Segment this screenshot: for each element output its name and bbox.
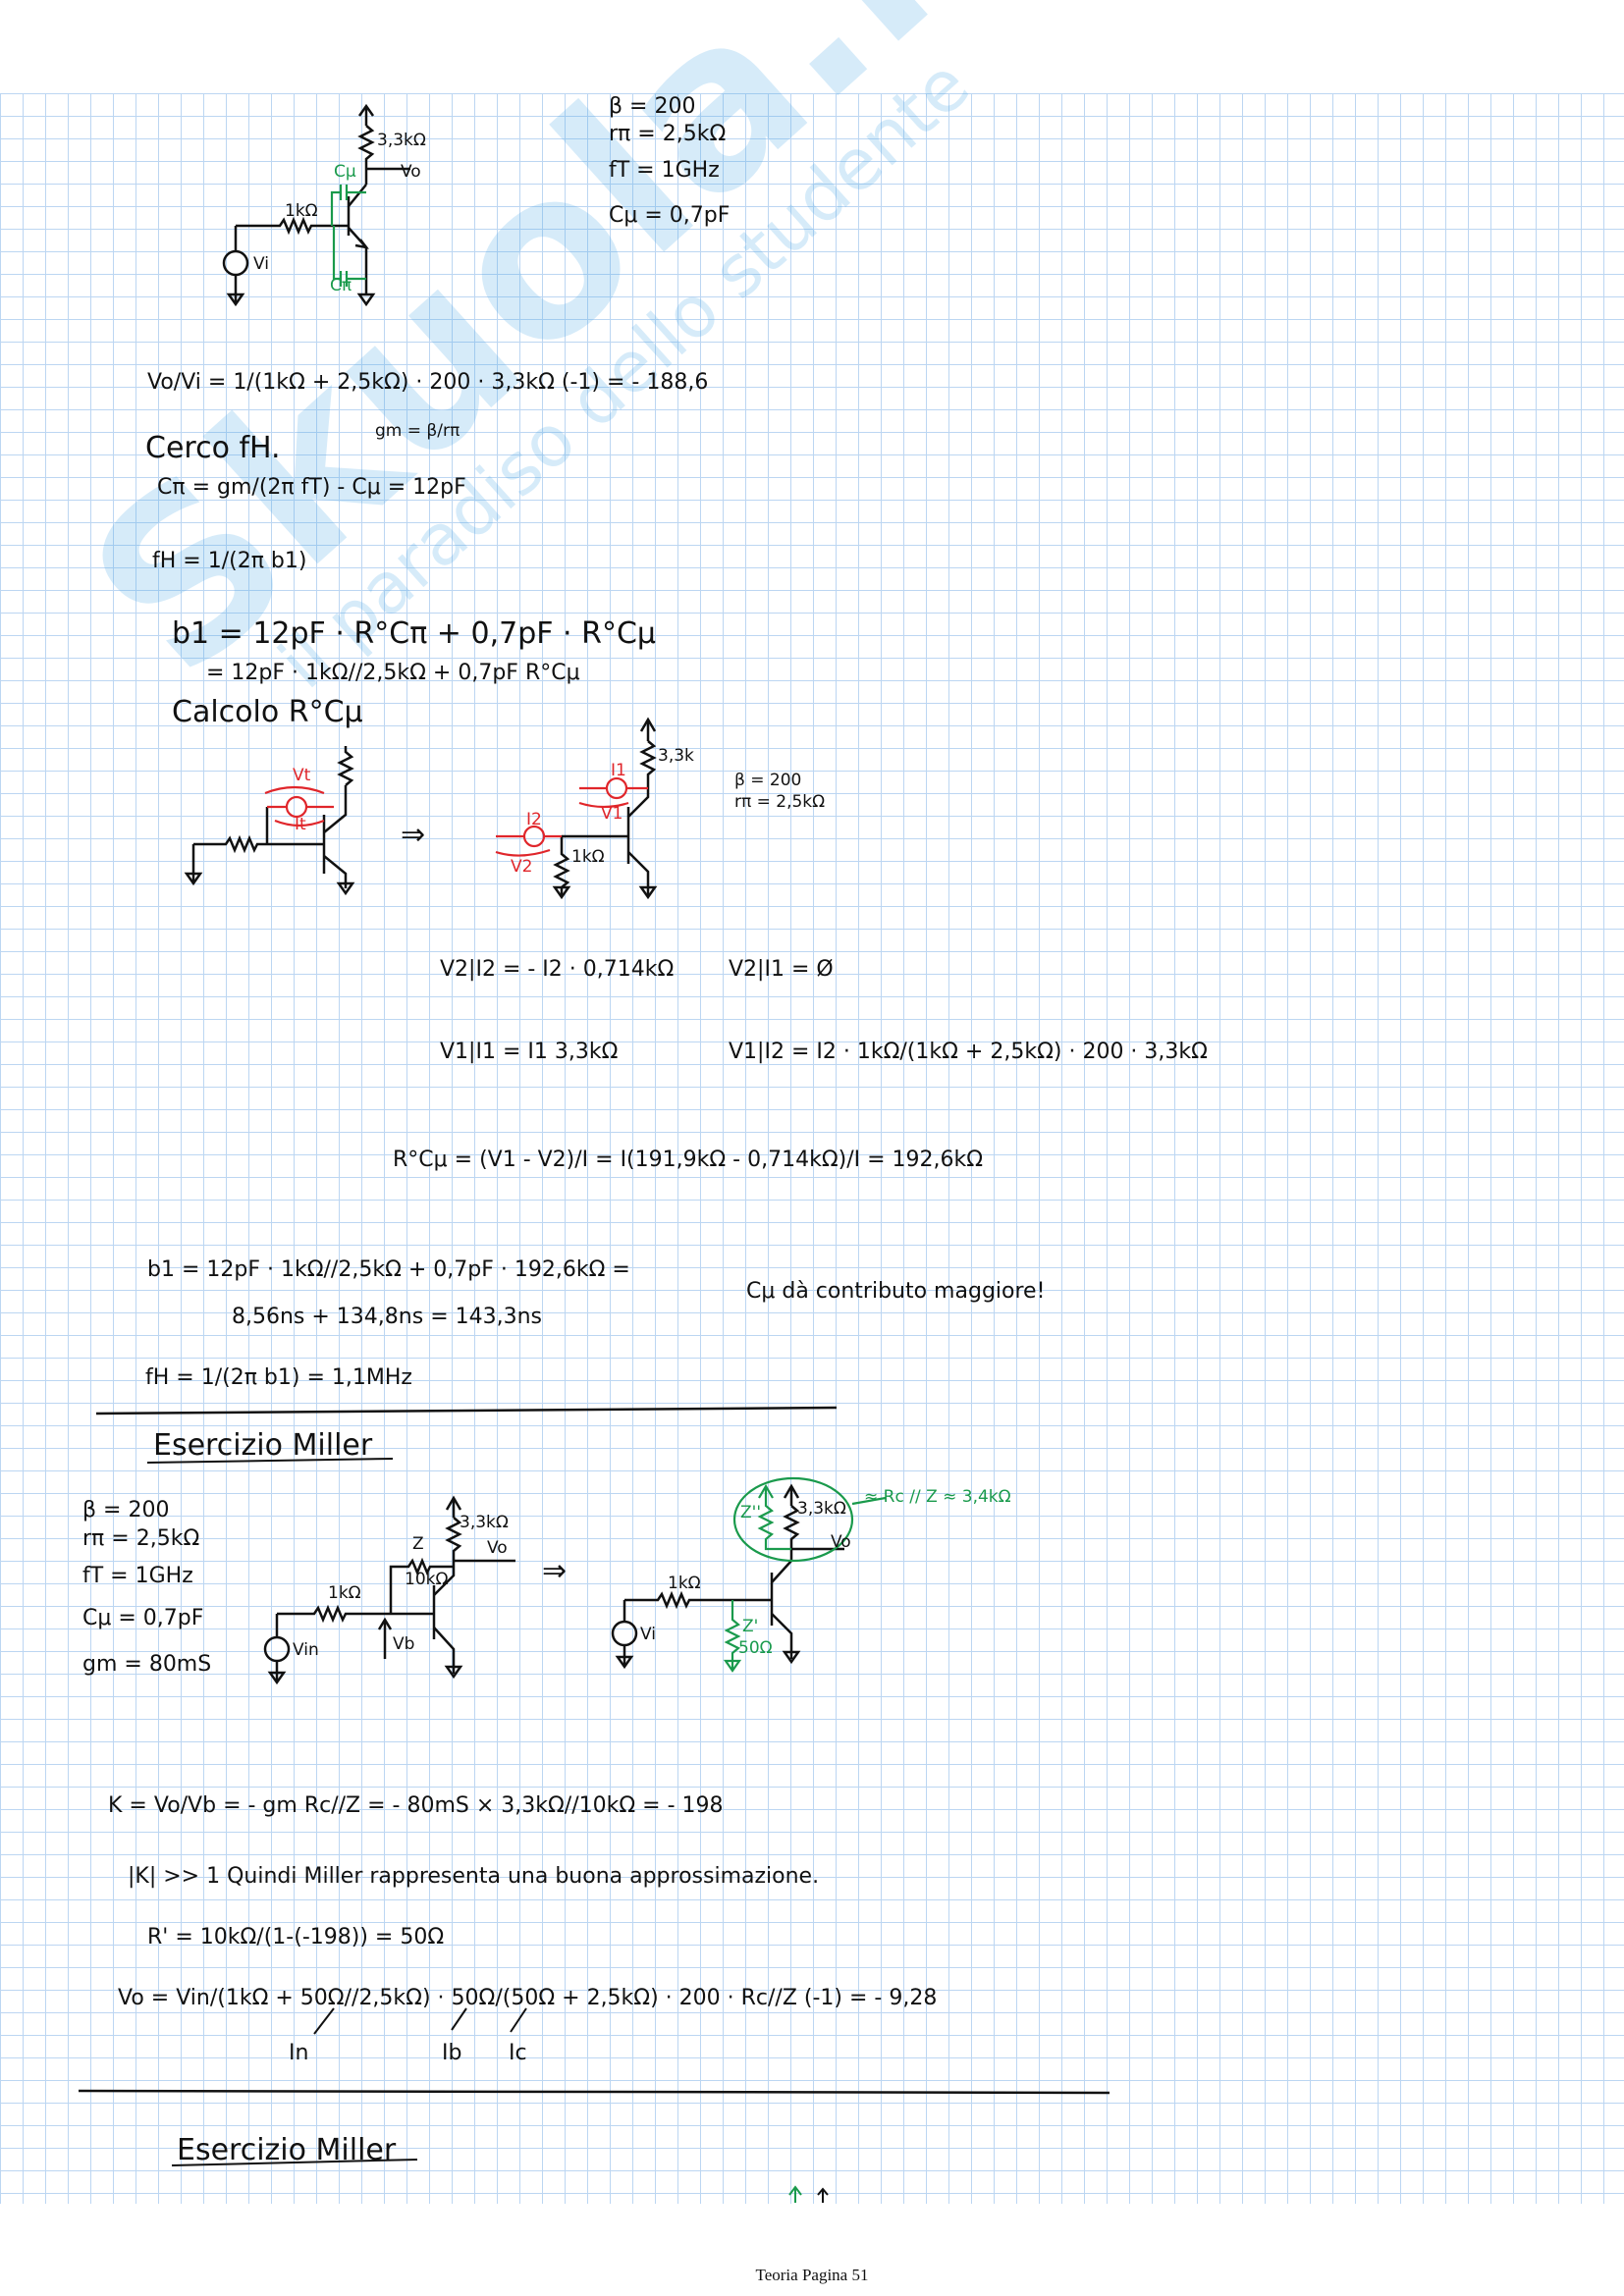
circuit-miller-equivalent <box>611 1483 844 1670</box>
param-rpi-2: rπ = 2,5kΩ <box>734 792 825 812</box>
param-gm-3: gm = 80mS <box>82 1652 211 1677</box>
label-rs-3: 1kΩ <box>328 1583 361 1603</box>
title-underline-2 <box>171 2159 418 2166</box>
label-vi: Vi <box>253 254 269 274</box>
b1-values: 8,56ns + 134,8ns = 143,3ns <box>232 1305 542 1329</box>
label-rs-right: 1kΩ <box>571 847 605 867</box>
label-rc-right: 3,3k <box>658 746 694 766</box>
circuit-miller-original <box>263 1495 515 1685</box>
label-v1: V1 <box>601 804 623 824</box>
title-underline-1 <box>146 1458 394 1464</box>
label-vb: Vb <box>393 1634 414 1654</box>
param-cmu: Cμ = 0,7pF <box>609 203 730 228</box>
small-arrow-marks <box>788 2185 802 2203</box>
label-vo: Vo <box>401 162 421 182</box>
test-source-left <box>264 785 334 828</box>
label-i1: I1 <box>611 761 626 780</box>
label-z1: Z' <box>742 1617 758 1636</box>
current-ic: Ic <box>509 2041 527 2065</box>
calcolo-rcmu: Calcolo R°Cμ <box>172 695 363 729</box>
test-sources-right <box>495 776 648 857</box>
eq-v2-i1: V2|I1 = Ø <box>729 957 834 982</box>
transform-arrow-2: ⇒ <box>542 1554 567 1588</box>
param-rpi: rπ = 2,5kΩ <box>609 122 726 146</box>
label-vin: Vin <box>293 1640 319 1660</box>
param-ft: fT = 1GHz <box>609 158 720 183</box>
label-rc: 3,3kΩ <box>377 131 426 150</box>
circuit-ce-amplifier <box>222 103 410 307</box>
label-vo-miller: Vo <box>831 1532 851 1552</box>
label-rc-z-note: ≈ Rc // Z ≈ 3,4kΩ <box>864 1487 1011 1507</box>
transform-arrow-1: ⇒ <box>401 818 425 852</box>
label-rs-miller: 1kΩ <box>668 1574 701 1593</box>
label-it: It <box>295 815 306 834</box>
b1-final: b1 = 12pF · 1kΩ//2,5kΩ + 0,7pF · 192,6kΩ… <box>147 1257 630 1282</box>
miller-impedances <box>723 1476 887 1673</box>
param-rpi-3: rπ = 2,5kΩ <box>82 1526 199 1551</box>
param-beta-2: β = 200 <box>734 771 801 790</box>
eq-rcmu: R°Cμ = (V1 - V2)/I = I(191,9kΩ - 0,714kΩ… <box>393 1148 983 1172</box>
gain-equation: Vo/Vi = 1/(1kΩ + 2,5kΩ) · 200 · 3,3kΩ (-… <box>147 370 708 395</box>
eq-v2-i2: V2|I2 = - I2 · 0,714kΩ <box>440 957 674 982</box>
param-beta-3: β = 200 <box>82 1498 169 1522</box>
k-equation: K = Vo/Vb = - gm Rc//Z = - 80mS × 3,3kΩ/… <box>108 1793 724 1818</box>
section-title-miller-1: Esercizio Miller <box>153 1428 373 1463</box>
label-rc-miller: 3,3kΩ <box>797 1499 846 1519</box>
divider-1 <box>95 1406 838 1415</box>
current-markers <box>313 2007 527 2035</box>
circuit-test-left <box>184 746 355 896</box>
fh-definition: fH = 1/(2π b1) <box>152 549 306 573</box>
fh-result: fH = 1/(2π b1) = 1,1MHz <box>145 1365 412 1390</box>
param-cmu-3: Cμ = 0,7pF <box>82 1606 203 1630</box>
r1-equation: R' = 10kΩ/(1-(-198)) = 50Ω <box>147 1925 444 1949</box>
label-cpi: Cπ <box>330 276 352 295</box>
label-vt: Vt <box>293 766 311 785</box>
label-z2: Z'' <box>740 1503 761 1522</box>
current-ib: Ib <box>442 2041 461 2065</box>
label-i2: I2 <box>526 810 542 829</box>
page-footer: Teoria Pagina 51 <box>755 2266 869 2284</box>
cmu-note: Cμ dà contributo maggiore! <box>746 1279 1045 1304</box>
circuit-capacitors <box>330 185 366 287</box>
b1-line1: b1 = 12pF · R°Cπ + 0,7pF · R°Cμ <box>172 616 656 651</box>
current-in: In <box>289 2041 308 2065</box>
circuit-test-right <box>552 717 658 900</box>
divider-2 <box>78 2089 1110 2095</box>
label-z-val: 10kΩ <box>405 1570 448 1589</box>
eq-v1-i1: V1|I1 = I1 3,3kΩ <box>440 1040 618 1064</box>
label-rc-3: 3,3kΩ <box>460 1513 509 1532</box>
label-v2: V2 <box>511 857 532 877</box>
param-ft-3: fT = 1GHz <box>82 1564 193 1588</box>
label-vo-3: Vo <box>487 1538 508 1558</box>
label-z: Z <box>412 1534 424 1554</box>
param-beta: β = 200 <box>609 94 695 119</box>
k-note: |K| >> 1 Quindi Miller rappresenta una b… <box>128 1864 819 1889</box>
eq-v1-i2: V1|I2 = I2 · 1kΩ/(1kΩ + 2,5kΩ) · 200 · 3… <box>729 1040 1208 1064</box>
vo-equation: Vo = Vin/(1kΩ + 50Ω//2,5kΩ) · 50Ω/(50Ω +… <box>118 1986 937 2010</box>
cpi-equation: Cπ = gm/(2π fT) - Cμ = 12pF <box>157 475 466 500</box>
graph-paper-grid <box>0 93 1624 2204</box>
small-arrow-mark-black <box>817 2187 829 2203</box>
label-rs: 1kΩ <box>285 201 318 221</box>
label-vi-miller: Vi <box>640 1625 656 1644</box>
label-z1-val: 50Ω <box>738 1638 773 1658</box>
label-cmu: Cμ <box>334 162 356 182</box>
gm-note: gm = β/rπ <box>375 421 460 441</box>
cerco-fh: Cerco fH. <box>145 431 281 465</box>
b1-line2: = 12pF · 1kΩ//2,5kΩ + 0,7pF R°Cμ <box>206 661 580 685</box>
